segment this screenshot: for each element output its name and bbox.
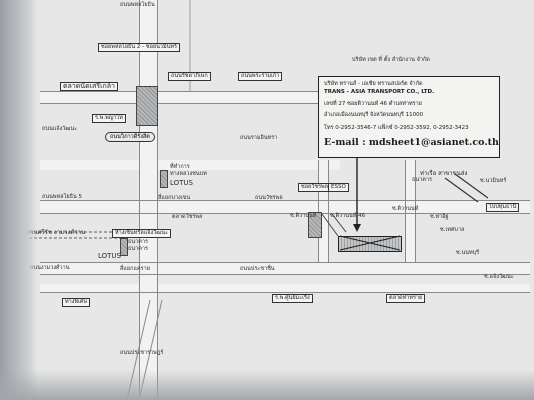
- company-info-box: บริษัท ทรานส์ - เอเชีย ทรานสปอร์ต จำกัด …: [318, 76, 500, 158]
- access-lane: [321, 213, 339, 237]
- mid-road-label: ถนนรามอินทรา: [240, 135, 278, 141]
- upper-left-box: ตลาดนัดเสรีเกล้า: [60, 82, 118, 91]
- hospital-label: ถนนพระรามเก้า: [238, 72, 283, 81]
- depot-label-2: ทางหลวงชนบท: [170, 171, 207, 177]
- road-edge: [40, 213, 530, 214]
- side-road-small-1: ซ.นวมินทร์: [480, 178, 507, 184]
- right-label-1: ซ.ท่าอิฐ: [430, 214, 449, 220]
- address-line-2: อำเภอเมืองนนทบุรี จังหวัดนนทบุรี 11000: [324, 112, 424, 118]
- page-shadow-left: [0, 0, 38, 400]
- right-road-label: ถนนวัชรพล: [255, 195, 283, 201]
- ramp-line: [444, 177, 479, 203]
- bottom-left-box: ทางพิเศษ: [62, 298, 91, 307]
- junction-label: สี่แยกบางเขน: [158, 195, 191, 201]
- bank-label: ธนาคาร: [412, 177, 432, 183]
- destination-cross: [339, 235, 401, 251]
- road-edge: [40, 200, 530, 201]
- road-edge: [405, 160, 406, 262]
- road-lower: [40, 262, 530, 274]
- building-label: ถนนรัชดาภิเษก: [168, 72, 211, 81]
- building-block: [120, 238, 128, 256]
- bottom-box-1: ร.พ.ศูนย์มะเร็ง: [272, 294, 313, 303]
- pointer-arrowhead: [353, 224, 361, 232]
- road-edge: [40, 91, 330, 92]
- road-edge: [40, 292, 530, 293]
- soi-label-c: ซ.ติวานนท์: [392, 206, 419, 212]
- soi-label-b: ซ.ติวานนท์ 46: [330, 213, 366, 219]
- road-edge: [415, 160, 416, 262]
- lower-box-line-2: ธนาคาร: [128, 246, 148, 252]
- company-name-thai: บริษัท ทรานส์ - เอเชีย ทรานสปอร์ต จำกัด: [324, 81, 423, 87]
- right-label-4: ซ.นนทบุรี: [456, 250, 480, 256]
- bottom-road-label-3: ถนนประชาชื่น: [240, 266, 275, 272]
- destination-building: [338, 236, 402, 252]
- company-name-english: TRANS - ASIA TRANSPORT CO., LTD.: [324, 89, 435, 95]
- building-block: [136, 86, 158, 126]
- road-edge: [328, 160, 329, 262]
- depot-label-1: ที่ทำการ: [170, 164, 190, 170]
- bottom-box-2: ตลาดท่าทราย: [386, 294, 426, 303]
- road-bottom: [40, 284, 530, 292]
- lotus-label-upper: LOTUS: [170, 179, 194, 187]
- main-road-label: ถนนพหลโยธิน 5: [42, 194, 83, 200]
- road-edge: [157, 0, 158, 400]
- access-lane: [331, 213, 347, 233]
- road-vertical-far: [405, 160, 415, 262]
- road-vertical-right: [318, 160, 328, 262]
- road-edge: [318, 160, 319, 262]
- road-edge: [40, 274, 530, 275]
- soi-label-a: ซ.ติวานนท์: [290, 213, 317, 219]
- header-box: ซอยพหลโยธิน 2 - ซอยนวมินทร์: [98, 43, 180, 52]
- bottom-right-label: ซ.แจ้งวัฒนะ: [484, 274, 514, 280]
- expressway-label: ทางด่วนศรีรัช งามวงศ์วาน: [16, 229, 86, 236]
- road-edge: [40, 262, 530, 263]
- building-block: [308, 212, 322, 238]
- side-road-box: ซอยวัชรพล: [298, 183, 332, 192]
- top-road-label: ถนนพหลโยธิน: [120, 2, 155, 8]
- road-edge: [40, 103, 330, 104]
- email-line: E-mail : mdsheet1@asianet.co.th: [324, 137, 499, 148]
- top-note: บริษัท เขต ที่ ตั้ง สำนักงาน จำกัด: [352, 57, 430, 63]
- road-label-left: ถนนแจ้งวัฒนะ: [42, 126, 78, 132]
- esso-box: ESSO: [328, 183, 349, 192]
- lotus-label-lower: LOTUS: [98, 252, 122, 260]
- lower-left-box: ห้างเซ็นทรัลแจ้งวัฒนะ: [112, 229, 171, 238]
- right-label-3: ซ.เทศบาล: [440, 227, 465, 233]
- oval-road-label: ถนนวิภาวดีรังสิต: [105, 132, 155, 142]
- building-block: [160, 170, 168, 188]
- market-label: ตลาดวัชรพล: [172, 214, 203, 220]
- mid-left-box: ร.พ.พญาไท: [92, 114, 126, 123]
- bottom-bottom-label: ถนนประชาราษฎร์: [120, 350, 164, 356]
- road-mid: [40, 160, 340, 170]
- phone-fax-line: โทร 0-2952-3546-7 แฟ็กซ์ 0-2952-3592, 0-…: [324, 125, 469, 131]
- bottom-road-label-2: สี่แยกแคราย: [120, 266, 150, 272]
- handwritten-note: ท่าเรือ สาขาขนส่ง: [420, 170, 468, 177]
- ramp-line: [454, 173, 489, 199]
- bottom-road-label-1: ถนนงามวงศ์วาน: [30, 265, 70, 271]
- road-upper: [40, 91, 330, 103]
- lower-box-line-1: ธนาคาร: [128, 239, 148, 245]
- route-box-right: ไปปทุมธานี: [486, 203, 520, 212]
- page-shadow-bottom: [0, 370, 534, 400]
- address-line-1: เลขที่ 27 ซอยติวานนท์ 46 ตำบลท่าทราย: [324, 101, 422, 107]
- road-edge: [139, 0, 140, 400]
